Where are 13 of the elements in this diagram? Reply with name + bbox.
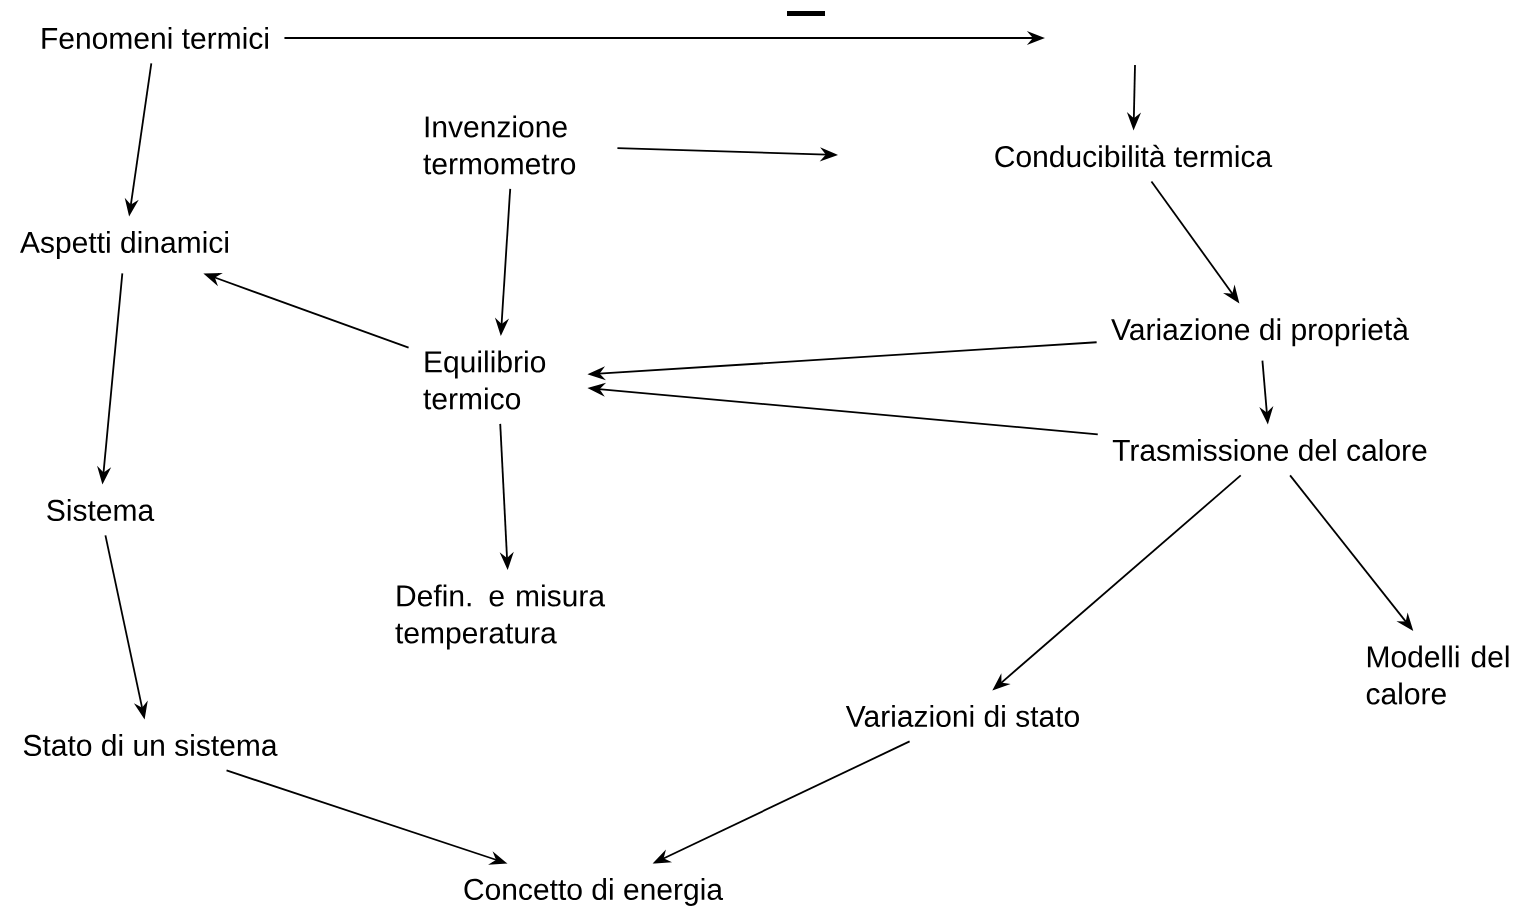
text-label: Sistema <box>47 499 155 521</box>
text-label: Aspetti dinamici <box>20 231 228 259</box>
text-label: Modelli del calore <box>1366 645 1509 705</box>
text-label: Fenomeni termici <box>42 27 268 49</box>
text-label: Variazione di proprietà <box>1111 317 1409 347</box>
text-label: Stato di un sistema <box>23 734 278 756</box>
text-label: Concetto di energia <box>464 878 724 906</box>
text-label: Defin. e misura temperatura <box>395 584 606 650</box>
text-label: Trasmissione del calore <box>1112 439 1427 461</box>
text-label: Variazioni di stato <box>845 705 1079 727</box>
text-label: Conducibilità termica <box>995 144 1273 168</box>
text-label: Invenzione termometro <box>423 115 576 175</box>
text-label: Equilibrio termico <box>423 350 546 410</box>
